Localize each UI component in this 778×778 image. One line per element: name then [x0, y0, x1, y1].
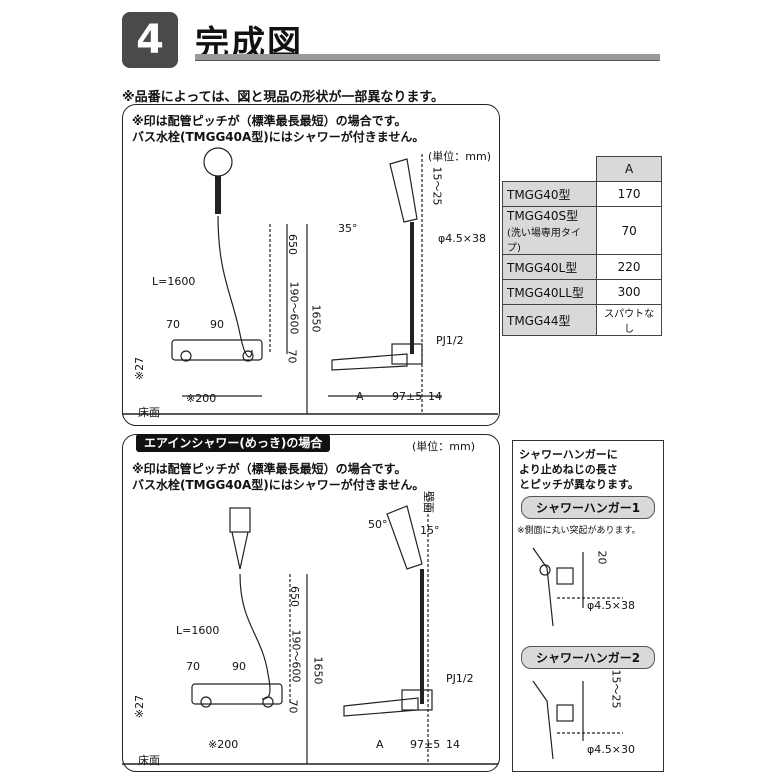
col-a: A — [596, 156, 662, 182]
hanger1-note: ※側面に丸い突起があります。 — [517, 526, 641, 536]
table-row: TMGG40S型(洗い場専用タイプ)70 — [501, 206, 662, 255]
dim-200: ※200 — [186, 392, 217, 405]
spout — [331, 353, 408, 371]
faucet-body — [191, 683, 283, 705]
hanger1-drawing — [532, 547, 623, 627]
shower-hose — [239, 573, 271, 700]
side-shower-head — [389, 158, 418, 223]
dim-190-600: 190～600 — [287, 281, 301, 335]
hose-length: L=1600 — [152, 275, 196, 288]
faucet-body — [171, 339, 263, 361]
dim-200-2: ※200 — [208, 738, 239, 751]
angle-15: 15° — [420, 524, 440, 537]
faucet-drawing-air-in — [122, 494, 498, 765]
screw-spec: φ4.5×38 — [438, 232, 486, 245]
faucet-drawing-standard — [122, 147, 498, 415]
hanger-intro-1: シャワーハンガーに — [519, 448, 618, 461]
shower-head — [229, 507, 251, 533]
shower-hose — [217, 215, 253, 358]
angle-label: 35° — [338, 222, 358, 235]
dim-97: 97±5 — [392, 390, 423, 403]
dim-1650: 1650 — [309, 304, 323, 333]
dim-650-2: 650 — [288, 586, 301, 607]
dim-a: A — [356, 390, 364, 403]
drawing-panel-standard — [122, 104, 500, 426]
section-tag: エアインシャワー(めっき)の場合 — [136, 434, 331, 452]
hanger1-dim: 20 — [595, 550, 609, 565]
pitch-note-2: ※印は配管ピッチが（標準最長最短）の場合です。 — [132, 462, 407, 476]
hanger2-dim: 15～25 — [609, 669, 623, 709]
hanger2-title: シャワーハンガー2 — [521, 646, 655, 669]
dim-70a: 70 — [166, 318, 180, 331]
shape-notice: ※品番によっては、図と現品の形状が一部異なります。 — [122, 90, 445, 105]
dim-70b-2: 70 — [286, 699, 300, 714]
dim-27: ※27 — [133, 356, 147, 381]
pitch-note: ※印は配管ピッチが（標準最長最短）の場合です。 — [132, 114, 407, 128]
hanger-intro-2: より止めねじの長さ — [519, 463, 618, 476]
dim-27-2: ※27 — [133, 694, 147, 719]
shower-note-2: バス水栓(TMGG40A型)にはシャワーが付きません。 — [132, 478, 425, 492]
hanger-intro-3: とピッチが異なります。 — [519, 478, 639, 491]
shower-head — [203, 147, 233, 177]
unit-label: (単位：mm) — [428, 150, 492, 163]
unit-label-2: (単位：mm) — [412, 440, 476, 453]
dim-14-2: 14 — [446, 738, 460, 751]
floor-label-2: 床面 — [138, 754, 160, 767]
dim-190-600-2: 190～600 — [289, 629, 303, 683]
dim-97-2: 97±5 — [410, 738, 441, 751]
hanger1-title: シャワーハンガー1 — [521, 496, 655, 519]
dim-15-25: 15～25 — [430, 166, 444, 206]
dim-90: 90 — [210, 318, 224, 331]
spout — [343, 697, 419, 717]
title-rule — [195, 54, 660, 61]
dim-1650-2: 1650 — [311, 656, 325, 685]
dim-a-2: A — [376, 738, 384, 751]
dim-650: 650 — [286, 234, 299, 255]
floor-label: 床面 — [138, 406, 160, 419]
hanger2-drawing — [532, 680, 623, 760]
dim-70b: 70 — [285, 349, 299, 364]
hose-length-2: L=1600 — [176, 624, 220, 637]
step-badge: 4 — [122, 12, 178, 68]
side-shower-head — [386, 505, 423, 570]
dim-14: 14 — [428, 390, 442, 403]
hanger-callout: シャワーハンガーに より止めねじの長さ とピッチが異なります。 シャワーハンガー… — [512, 440, 664, 772]
shower-note: バス水栓(TMGG40A型)にはシャワーが付きません。 — [132, 130, 425, 144]
pipe-thread-2: PJ1/2 — [446, 672, 474, 685]
hanger2-screw: φ4.5×30 — [587, 743, 635, 756]
hanger1-screw: φ4.5×38 — [587, 599, 635, 612]
pipe-thread: PJ1/2 — [436, 334, 464, 347]
wall-label: 壁面 — [422, 491, 435, 513]
dim-90-2: 90 — [232, 660, 246, 673]
table-row: TMGG44型スパウトなし — [501, 304, 662, 336]
angle-label-2: 50° — [368, 518, 388, 531]
dim-70a-2: 70 — [186, 660, 200, 673]
